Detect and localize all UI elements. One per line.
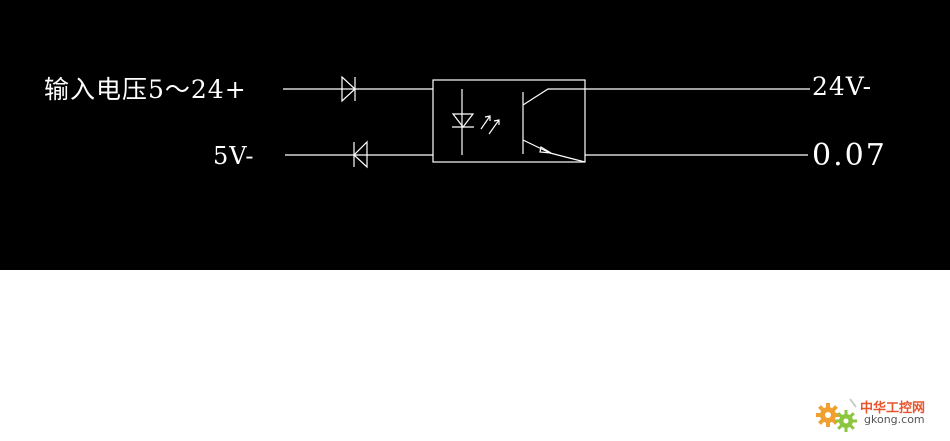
optocoupler-package — [432, 79, 586, 163]
negative-5v-label: 5V- — [213, 142, 255, 170]
gkong-watermark: 中华工控网 gkong.com — [814, 397, 944, 433]
diode-top — [341, 75, 356, 103]
optocoupler-phototransistor — [522, 88, 586, 163]
output-value-label: 0.07 — [812, 138, 887, 173]
output-24v-label: 24V- — [812, 72, 873, 101]
optocoupler-led — [451, 89, 500, 155]
diode-bottom — [353, 140, 368, 169]
optocoupler-schematic — [283, 75, 810, 169]
watermark-domain-text: gkong.com — [864, 413, 925, 426]
watermark-cn-text: 中华工控网 — [860, 401, 926, 416]
gear-icon — [816, 398, 857, 432]
input-voltage-label: 输入电压5～24+ — [44, 75, 247, 104]
cad-canvas — [0, 0, 950, 270]
